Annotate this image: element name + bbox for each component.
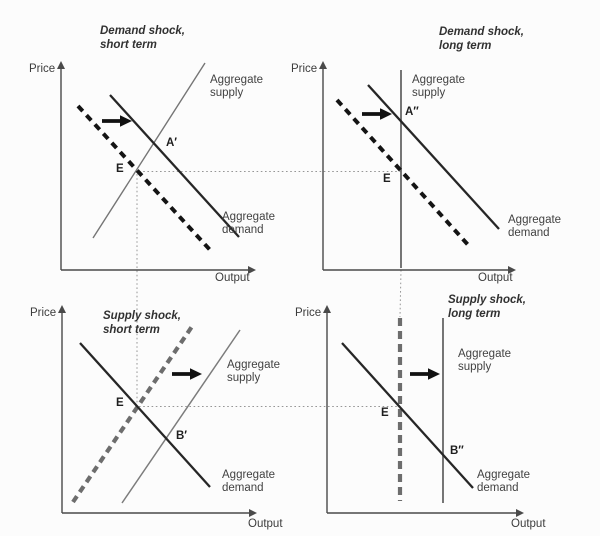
price-axis-arrowhead (319, 61, 327, 69)
panel-title-supply-short: Supply shock, short term (103, 310, 181, 336)
panel-title-demand-short: Demand shock, short term (100, 25, 185, 51)
point-b-prime-label: B′ (176, 430, 188, 442)
panel-demand-long (319, 61, 516, 274)
aggregate-supply-label-demand-long: Aggregate supply (412, 74, 466, 99)
aggregate-demand-label-demand-short: Aggregate demand (222, 211, 276, 236)
aggregate-demand-label-supply-long: Aggregate demand (477, 469, 531, 494)
equilibrium-e-label-supply-long: E (381, 407, 389, 419)
price-axis-label-supply-long: Price (295, 307, 322, 319)
price-axis-label-demand-short: Price (29, 63, 56, 75)
aggregate-demand-curve (79, 342, 211, 488)
aggregate-demand-original-dashed (76, 104, 213, 253)
output-axis-label-supply-short: Output (248, 518, 283, 530)
price-axis-label-demand-long: Price (291, 63, 318, 75)
axes-demand-long (322, 67, 509, 271)
aggregate-supply-label-supply-long: Aggregate supply (458, 348, 512, 373)
panel-supply-short (58, 305, 257, 517)
guide-lines (136, 171, 402, 407)
axes-supply-short (61, 311, 250, 514)
output-axis-label-demand-short: Output (215, 272, 250, 284)
output-axis-label-supply-long: Output (511, 518, 546, 530)
point-b-double-prime-label: B″ (450, 445, 464, 457)
point-a-prime-label: A′ (166, 137, 178, 149)
output-axis-arrowhead (508, 266, 516, 274)
price-axis-arrowhead (58, 305, 66, 313)
output-axis-label-demand-long: Output (478, 272, 513, 284)
aggregate-demand-shifted-curve (367, 84, 500, 230)
shift-arrow (102, 115, 132, 127)
price-axis-label-supply-short: Price (30, 307, 57, 319)
panel-title-demand-long: Demand shock, long term (439, 26, 524, 52)
aggregate-supply-shifted-curve (121, 329, 241, 504)
equilibrium-e-label-demand-long: E (383, 173, 391, 185)
output-axis-arrowhead (249, 509, 257, 517)
output-axis-arrowhead (248, 266, 256, 274)
point-a-double-prime-label: A″ (405, 106, 419, 118)
axes-supply-long (326, 311, 517, 514)
aggregate-supply-label-demand-short: Aggregate supply (210, 74, 264, 99)
aggregate-demand-label-demand-long: Aggregate demand (508, 214, 562, 239)
price-axis-arrowhead (323, 305, 331, 313)
panel-demand-short (57, 61, 256, 274)
aggregate-demand-curve (341, 342, 474, 489)
shift-arrow (172, 368, 202, 380)
aggregate-demand-original-dashed (335, 98, 472, 249)
shift-arrow (410, 368, 440, 380)
equilibrium-e-label-supply-short: E (116, 397, 124, 409)
aggregate-demand-shifted-curve (109, 94, 240, 238)
guide-vertical-right (399, 269, 402, 318)
panel-supply-long (323, 305, 524, 517)
axes-demand-short (60, 67, 249, 271)
aggregate-supply-curve (92, 62, 206, 239)
panel-title-supply-long: Supply shock, long term (448, 294, 526, 320)
aggregate-demand-label-supply-short: Aggregate demand (222, 469, 276, 494)
aggregate-supply-label-supply-short: Aggregate supply (227, 359, 281, 384)
equilibrium-e-label-demand-short: E (116, 163, 124, 175)
aggregate-supply-original-dashed (71, 323, 195, 504)
output-axis-arrowhead (516, 509, 524, 517)
shift-arrow (362, 108, 392, 120)
price-axis-arrowhead (57, 61, 65, 69)
